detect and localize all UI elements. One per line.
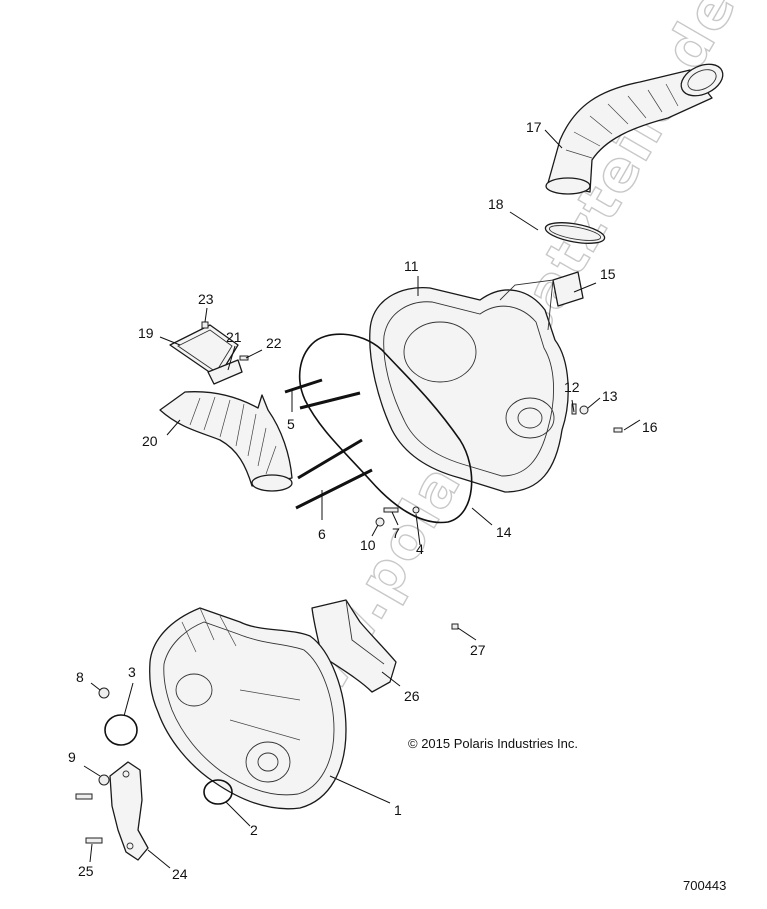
outer-clutch-cover xyxy=(369,279,569,493)
callout-19: 19 xyxy=(138,325,154,341)
callout-23: 23 xyxy=(198,291,214,307)
clamp-18 xyxy=(544,222,606,244)
callout-17: 17 xyxy=(526,119,542,135)
callout-7: 7 xyxy=(392,525,400,541)
inner-clutch-cover xyxy=(149,607,347,810)
callout-13: 13 xyxy=(602,388,618,404)
copyright-notice: © 2015 Polaris Industries Inc. xyxy=(408,736,578,751)
clutch-cover-gasket xyxy=(298,333,473,524)
callout-12: 12 xyxy=(564,379,580,395)
callout-10: 10 xyxy=(360,537,376,553)
bolt-5 xyxy=(284,378,361,410)
screw-27 xyxy=(451,623,459,630)
nut-8 xyxy=(98,687,110,699)
callout-20: 20 xyxy=(142,433,158,449)
label-15 xyxy=(552,271,584,307)
screw-23 xyxy=(201,321,209,329)
callout-2: 2 xyxy=(250,822,258,838)
heat-shield xyxy=(311,599,397,693)
callout-15: 15 xyxy=(600,266,616,282)
callout-6: 6 xyxy=(318,526,326,542)
seal-19 xyxy=(169,324,239,379)
washer-4 xyxy=(412,506,420,514)
callout-11: 11 xyxy=(404,258,419,274)
callout-14: 14 xyxy=(496,524,512,540)
callout-25: 25 xyxy=(78,863,94,879)
o-ring-3 xyxy=(104,714,138,746)
leader-lines xyxy=(83,129,641,869)
callout-3: 3 xyxy=(128,664,136,680)
callout-4: 4 xyxy=(416,541,424,557)
diagram-number: 700443 xyxy=(683,878,727,893)
callout-8: 8 xyxy=(76,669,84,685)
callout-16: 16 xyxy=(642,419,658,435)
callout-labels: 1 2 3 4 5 6 7 8 9 10 11 12 13 14 15 16 1… xyxy=(68,119,658,882)
bolt-6 xyxy=(295,438,373,510)
intake-duct xyxy=(545,63,724,195)
callout-1: 1 xyxy=(394,802,402,818)
nut-9 xyxy=(98,774,110,786)
callout-27: 27 xyxy=(470,642,486,658)
exhaust-duct xyxy=(159,391,293,492)
nut-13 xyxy=(579,405,589,415)
washer-10 xyxy=(375,517,385,527)
callout-9: 9 xyxy=(68,749,76,765)
bolt-7 xyxy=(383,507,399,513)
callout-22: 22 xyxy=(266,335,282,351)
screw-22 xyxy=(239,355,249,361)
o-ring-2 xyxy=(203,779,233,805)
callout-26: 26 xyxy=(404,688,420,704)
callout-21: 21 xyxy=(226,329,242,345)
bracket-21 xyxy=(207,359,243,385)
screw-16 xyxy=(613,427,623,433)
callout-24: 24 xyxy=(172,866,188,882)
bolt-25b xyxy=(75,793,93,800)
bolt-25 xyxy=(85,837,103,844)
callout-18: 18 xyxy=(488,196,504,212)
mount-bracket xyxy=(109,761,149,861)
callout-5: 5 xyxy=(287,416,295,432)
